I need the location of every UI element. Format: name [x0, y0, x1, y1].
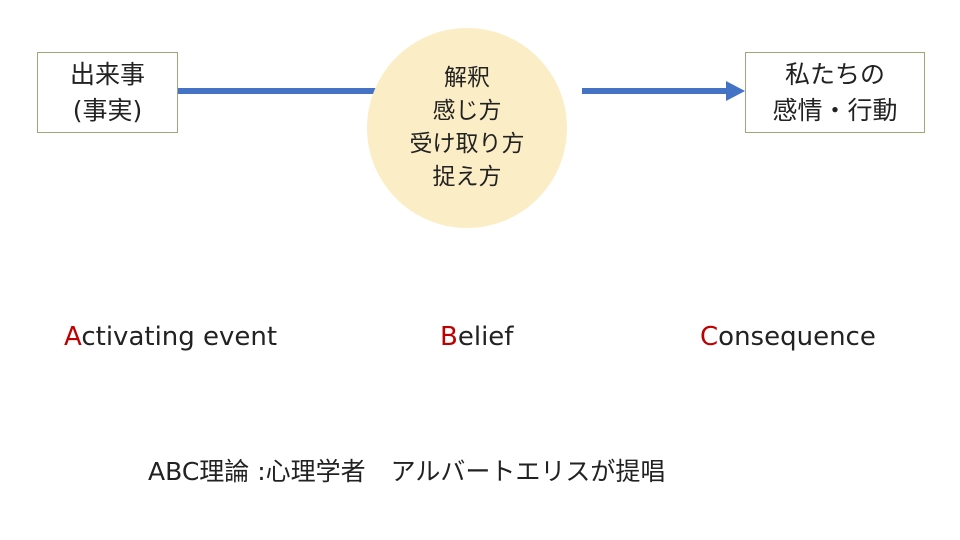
- initial-a: A: [64, 322, 82, 352]
- belief-circle: 解釈 感じ方 受け取り方 捉え方: [367, 28, 567, 228]
- label-belief: Belief: [440, 322, 513, 352]
- arrowhead-icon: [726, 81, 745, 101]
- belief-line-3: 受け取り方: [409, 131, 525, 157]
- label-activating-event: Activating event: [64, 322, 277, 352]
- belief-line-1: 解釈: [444, 65, 490, 91]
- footer-caption: ABC理論 :心理学者 アルバートエリスが提唱: [148, 457, 666, 486]
- consequence-box: 私たちの 感情・行動: [745, 52, 925, 133]
- initial-b: B: [440, 322, 458, 352]
- label-c-rest: onsequence: [718, 322, 876, 352]
- consequence-line-1: 私たちの: [784, 59, 885, 89]
- belief-line-4: 捉え方: [432, 164, 502, 190]
- label-b-rest: elief: [457, 322, 514, 352]
- belief-line-2: 感じ方: [432, 98, 502, 124]
- event-line-2: (事実): [72, 95, 143, 125]
- label-consequence: Consequence: [700, 322, 876, 352]
- event-line-1: 出来事: [69, 59, 145, 89]
- consequence-line-2: 感情・行動: [772, 95, 898, 125]
- label-a-rest: ctivating event: [81, 322, 278, 352]
- initial-c: C: [700, 322, 719, 352]
- event-box: 出来事 (事実): [37, 52, 178, 133]
